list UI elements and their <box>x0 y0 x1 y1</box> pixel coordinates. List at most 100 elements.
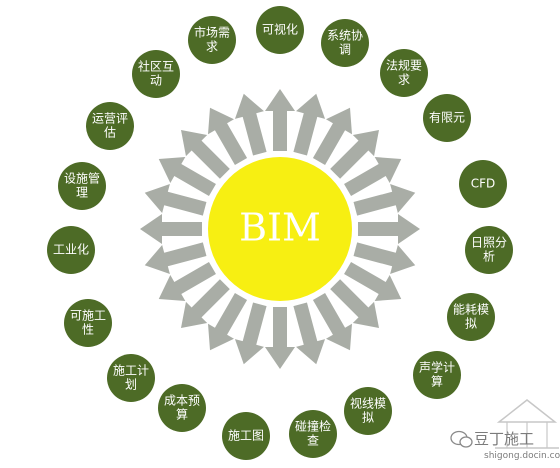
node-circle <box>47 226 95 274</box>
radial-arrow <box>330 279 379 328</box>
radial-arrow <box>344 261 402 301</box>
radial-arrow <box>265 307 295 369</box>
node-circle <box>459 160 507 208</box>
node-label: 声学计 <box>419 360 455 375</box>
node-label: 运营评 <box>92 112 128 126</box>
node-circle <box>188 16 236 64</box>
radial-arrow <box>265 89 295 151</box>
node-label: 求 <box>206 40 218 54</box>
center-circle <box>208 157 352 301</box>
node-label: 拟 <box>362 411 374 425</box>
node-label: 性 <box>82 323 94 337</box>
radial-arrow <box>144 183 207 216</box>
node-label: 析 <box>483 250 495 264</box>
node-circle <box>107 354 155 402</box>
node-label: 能耗模 <box>453 303 489 317</box>
radial-arrow <box>344 157 402 197</box>
node-label: 碰撞检 <box>295 419 331 434</box>
node-circle <box>256 6 304 54</box>
node-label: 设施管 <box>64 171 100 186</box>
node-label: 施工图 <box>228 429 264 443</box>
watermark: 豆丁施工 shigong.docin.com <box>450 399 560 461</box>
node-label: 法规要 <box>386 58 422 73</box>
node-circle <box>158 384 206 432</box>
node-circle <box>321 19 369 67</box>
radial-arrow <box>144 242 207 275</box>
node-circle <box>222 412 270 460</box>
concept-node: 施工图 <box>222 412 270 460</box>
node-label: 查 <box>307 434 319 448</box>
radial-arrow <box>330 130 379 179</box>
node-circle <box>64 299 112 347</box>
radial-arrow <box>293 302 326 365</box>
node-label: 估 <box>104 126 116 140</box>
pavilion-logo <box>495 399 559 449</box>
node-circle <box>413 351 461 399</box>
node-label: 日照分 <box>471 236 507 250</box>
wechat-icon <box>450 430 473 448</box>
node-circle <box>86 102 134 150</box>
node-label: 动 <box>150 74 162 88</box>
radial-arrow <box>312 107 352 165</box>
node-label: 可视化 <box>262 22 298 37</box>
concept-node: 工业化 <box>47 226 95 274</box>
radial-arrow <box>181 130 230 179</box>
radial-arrow <box>208 107 248 165</box>
node-circle <box>447 293 495 341</box>
node-label: 施工计 <box>113 364 149 378</box>
concept-node: CFD <box>459 160 507 208</box>
node-label: 算 <box>431 374 443 389</box>
node-label: 划 <box>125 378 137 392</box>
radial-arrow <box>140 214 202 244</box>
node-label: 系统协 <box>327 28 363 43</box>
center-hub: BIM <box>208 157 352 301</box>
radial-arrow <box>158 261 216 301</box>
watermark-brand: 豆丁施工 <box>474 430 534 448</box>
node-circle <box>465 226 513 274</box>
node-label: 拟 <box>465 317 477 331</box>
radial-arrow <box>208 293 248 351</box>
radial-arrow <box>312 293 352 351</box>
radial-arrow <box>234 93 267 156</box>
node-label: 调 <box>339 43 351 57</box>
node-circle <box>344 387 392 435</box>
node-label: 社区互 <box>138 59 174 74</box>
concept-node: 可视化 <box>256 6 304 54</box>
center-label: BIM <box>239 206 321 250</box>
radial-arrow <box>293 93 326 156</box>
radial-arrow <box>234 302 267 365</box>
radial-arrow <box>353 183 416 216</box>
node-label: CFD <box>471 177 496 191</box>
node-label: 视线模 <box>350 396 386 411</box>
node-circle <box>132 50 180 98</box>
node-label: 成本预 <box>164 394 200 408</box>
node-label: 市场需 <box>194 25 230 40</box>
node-circle <box>58 162 106 210</box>
node-label: 算 <box>176 407 188 422</box>
node-label: 可施工 <box>70 309 106 323</box>
radial-arrow <box>353 242 416 275</box>
concept-node: 有限元 <box>423 94 471 142</box>
node-label: 求 <box>398 73 410 87</box>
node-label: 有限元 <box>429 111 465 125</box>
node-label: 理 <box>76 186 88 200</box>
node-circle <box>380 49 428 97</box>
radial-arrow <box>158 157 216 197</box>
radial-arrow <box>358 214 420 244</box>
arrow-ring <box>140 89 420 369</box>
